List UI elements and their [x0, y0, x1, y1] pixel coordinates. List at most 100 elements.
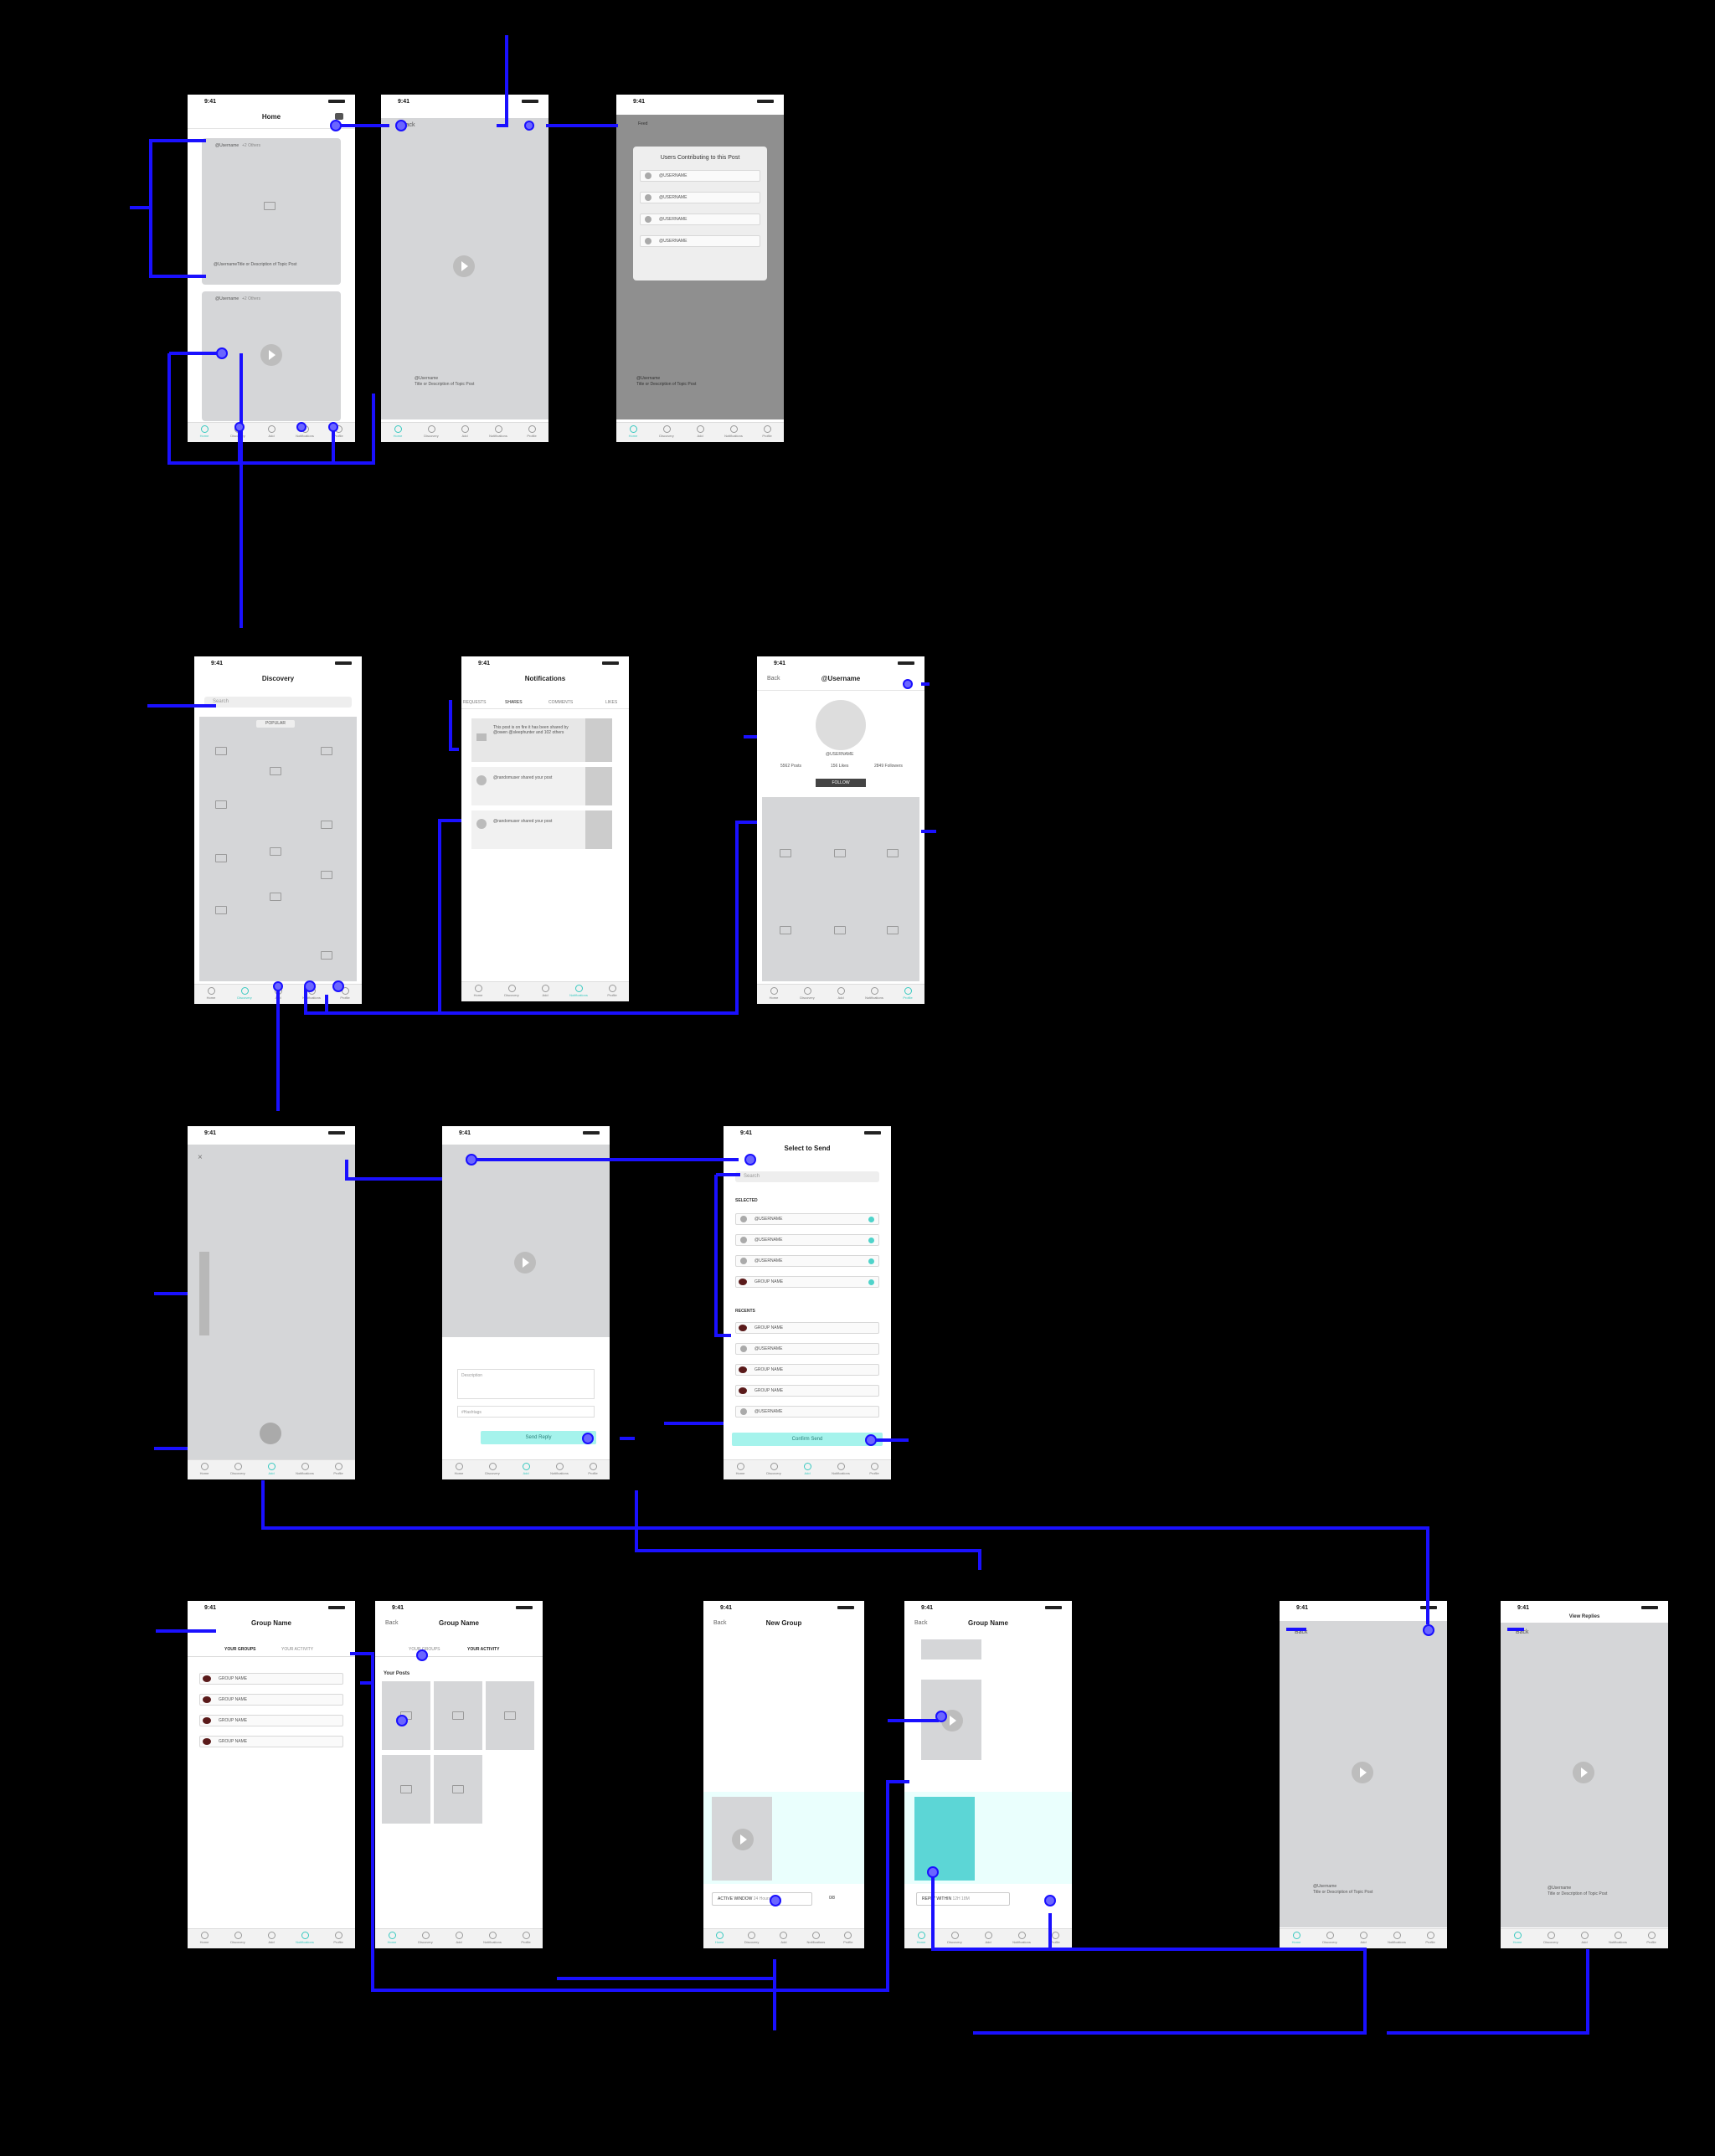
- nav-notifications[interactable]: Notifications: [291, 425, 318, 438]
- selected-row[interactable]: @USERNAME: [735, 1255, 879, 1267]
- nav-notifications[interactable]: Notifications: [1383, 1932, 1410, 1944]
- nav-notifications[interactable]: Notifications: [479, 1932, 506, 1944]
- nav-add[interactable]: Add: [975, 1932, 1002, 1944]
- group-row[interactable]: GROUP NAME: [199, 1736, 343, 1747]
- back-button[interactable]: Back: [914, 1620, 928, 1626]
- nav-profile[interactable]: Profile: [579, 1463, 606, 1475]
- active-window-field[interactable]: ACTIVE WINDOW 24 Hours: [712, 1892, 812, 1906]
- nav-discovery[interactable]: Discovery: [1537, 1932, 1564, 1944]
- nav-add[interactable]: Add: [258, 425, 285, 438]
- nav-notifications[interactable]: Notifications: [546, 1463, 573, 1475]
- nav-home[interactable]: Home: [908, 1932, 935, 1944]
- nav-notifications[interactable]: Notifications: [485, 425, 512, 438]
- nav-notifications[interactable]: Notifications: [827, 1463, 854, 1475]
- nav-discovery[interactable]: Discovery: [653, 425, 680, 438]
- tab-your-groups[interactable]: YOUR GROUPS: [224, 1647, 256, 1652]
- notification-item[interactable]: This post is on fire it has been shared …: [471, 718, 612, 762]
- nav-home[interactable]: Home: [191, 1463, 218, 1475]
- tab-shares[interactable]: SHARES: [505, 700, 523, 705]
- nav-profile[interactable]: Profile: [1417, 1932, 1444, 1944]
- nav-home[interactable]: Home: [760, 987, 787, 1000]
- nav-add[interactable]: Add: [512, 1463, 539, 1475]
- nav-discovery[interactable]: Discovery: [224, 1463, 251, 1475]
- nav-discovery[interactable]: Discovery: [231, 987, 258, 1000]
- nav-discovery[interactable]: Discovery: [941, 1932, 968, 1944]
- selected-media[interactable]: [914, 1797, 975, 1881]
- nav-notifications[interactable]: Notifications: [1604, 1932, 1631, 1944]
- nav-discovery[interactable]: Discovery: [479, 1463, 506, 1475]
- group-row[interactable]: GROUP NAME: [199, 1715, 343, 1726]
- nav-profile[interactable]: Profile: [512, 1932, 539, 1944]
- nav-profile[interactable]: Profile: [1042, 1932, 1069, 1944]
- contributor-row[interactable]: @USERNAME: [640, 170, 760, 182]
- nav-add[interactable]: Add: [1571, 1932, 1598, 1944]
- nav-discovery[interactable]: Discovery: [418, 425, 445, 438]
- close-icon[interactable]: ×: [198, 1153, 203, 1162]
- tab-requests[interactable]: REQUESTS: [463, 700, 487, 705]
- media-thumb[interactable]: [712, 1797, 772, 1881]
- play-icon[interactable]: [260, 344, 282, 366]
- nav-discovery[interactable]: Discovery: [739, 1932, 765, 1944]
- nav-notifications[interactable]: Notifications: [1008, 1932, 1035, 1944]
- recent-row[interactable]: @USERNAME: [735, 1343, 879, 1355]
- nav-discovery[interactable]: Discovery: [498, 985, 525, 997]
- notification-item[interactable]: @randomuser shared your post: [471, 810, 612, 849]
- nav-profile[interactable]: Profile: [1638, 1932, 1665, 1944]
- nav-notifications[interactable]: Notifications: [298, 987, 325, 1000]
- play-icon[interactable]: [514, 1252, 536, 1274]
- nav-home[interactable]: Home: [727, 1463, 754, 1475]
- nav-home[interactable]: Home: [445, 1463, 472, 1475]
- hashtags-field[interactable]: #Hashtags: [457, 1406, 595, 1418]
- reply-within-field[interactable]: REPLY WITHIN 12H 18M: [916, 1892, 1010, 1906]
- description-field[interactable]: Description: [457, 1369, 595, 1399]
- nav-add[interactable]: Add: [258, 1932, 285, 1944]
- nav-profile[interactable]: Profile: [861, 1463, 888, 1475]
- selected-row[interactable]: @USERNAME: [735, 1234, 879, 1246]
- recent-row[interactable]: GROUP NAME: [735, 1322, 879, 1334]
- back-button[interactable]: Back: [385, 1620, 399, 1626]
- nav-home[interactable]: Home: [198, 987, 224, 1000]
- back-button[interactable]: Back: [402, 122, 415, 128]
- nav-notifications[interactable]: Notifications: [802, 1932, 829, 1944]
- nav-add[interactable]: Add: [258, 1463, 285, 1475]
- recent-row[interactable]: GROUP NAME: [735, 1364, 879, 1376]
- nav-home[interactable]: Home: [1283, 1932, 1310, 1944]
- nav-add[interactable]: Add: [770, 1932, 797, 1944]
- post-thumb[interactable]: [382, 1681, 430, 1750]
- tab-your-activity[interactable]: YOUR ACTIVITY: [281, 1647, 314, 1652]
- nav-profile[interactable]: Profile: [835, 1932, 862, 1944]
- nav-home[interactable]: Home: [1504, 1932, 1531, 1944]
- chat-post[interactable]: [921, 1639, 981, 1659]
- nav-add[interactable]: Add: [532, 985, 559, 997]
- nav-add[interactable]: Add: [687, 425, 713, 438]
- play-icon[interactable]: [453, 255, 475, 277]
- post-card[interactable]: @Username +2 Others @Username Title or D…: [202, 138, 341, 285]
- nav-add[interactable]: Add: [794, 1463, 821, 1475]
- send-reply-button[interactable]: Send Reply: [481, 1431, 596, 1444]
- nav-profile[interactable]: Profile: [754, 425, 780, 438]
- nav-notifications[interactable]: Notifications: [291, 1463, 318, 1475]
- chat-post[interactable]: [921, 1680, 981, 1760]
- nav-profile[interactable]: Profile: [518, 425, 545, 438]
- nav-notifications[interactable]: Notifications: [565, 985, 592, 997]
- play-icon[interactable]: [941, 1710, 963, 1731]
- nav-profile[interactable]: Profile: [325, 1932, 352, 1944]
- selected-row[interactable]: GROUP NAME: [735, 1276, 879, 1288]
- nav-home[interactable]: Home: [384, 425, 411, 438]
- search-input[interactable]: Search: [735, 1171, 879, 1182]
- group-row[interactable]: GROUP NAME: [199, 1694, 343, 1706]
- contributor-row[interactable]: @USERNAME: [640, 192, 760, 203]
- tab-comments[interactable]: COMMENTS: [548, 700, 574, 705]
- nav-add[interactable]: Add: [445, 1932, 472, 1944]
- nav-home[interactable]: Home: [191, 425, 218, 438]
- selected-row[interactable]: @USERNAME: [735, 1213, 879, 1225]
- post-thumb[interactable]: [434, 1681, 482, 1750]
- play-icon[interactable]: [1352, 1762, 1373, 1783]
- post-thumb[interactable]: [434, 1755, 482, 1824]
- nav-home[interactable]: Home: [191, 1932, 218, 1944]
- nav-discovery[interactable]: Discovery: [224, 425, 251, 438]
- nav-notifications[interactable]: Notifications: [291, 1932, 318, 1944]
- nav-add[interactable]: Add: [1350, 1932, 1377, 1944]
- nav-home[interactable]: Home: [465, 985, 492, 997]
- nav-notifications[interactable]: Notifications: [720, 425, 747, 438]
